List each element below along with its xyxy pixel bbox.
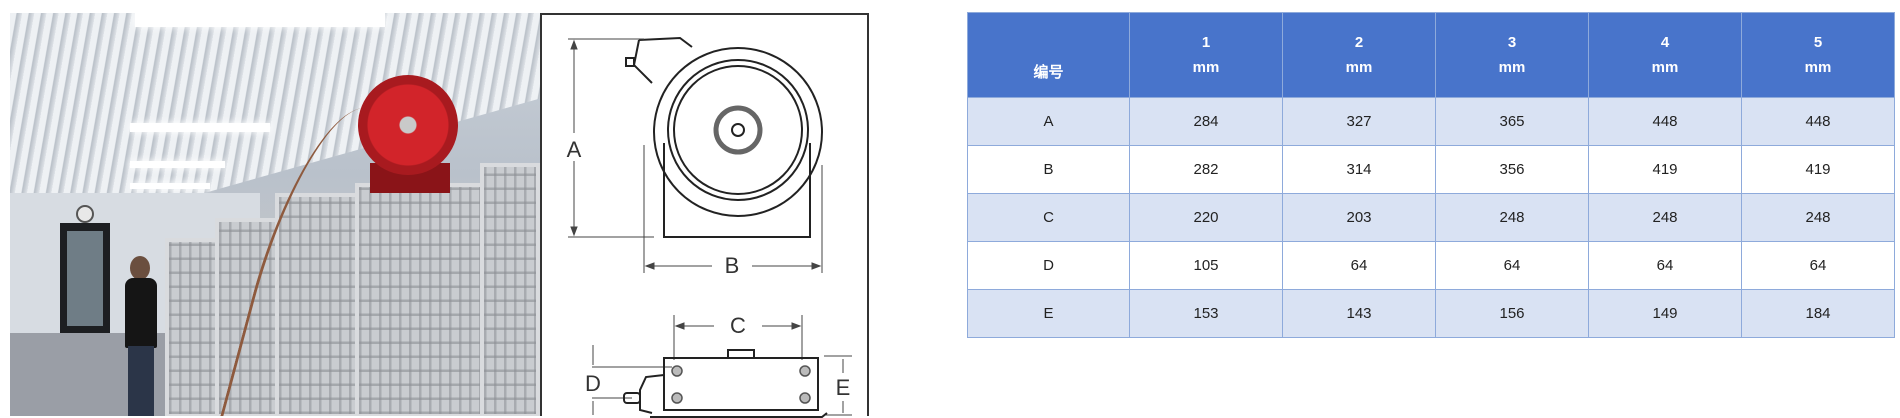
table-header-row: 编号 1 mm 2 mm 3 mm 4 mm 5 mm bbox=[967, 12, 1895, 98]
label-b: B bbox=[725, 253, 740, 278]
table-cell: 282 bbox=[1129, 145, 1283, 194]
kennel-gate bbox=[355, 183, 485, 416]
table-cell: 203 bbox=[1282, 193, 1436, 242]
column-header-unit: mm bbox=[1192, 59, 1220, 76]
table-row: D 105 64 64 64 64 bbox=[967, 241, 1895, 290]
product-photo bbox=[10, 13, 540, 416]
label-e: E bbox=[836, 375, 851, 400]
reel-outer-circle bbox=[653, 47, 823, 217]
column-header-unit: mm bbox=[1804, 59, 1832, 76]
table-cell: 105 bbox=[1129, 241, 1283, 290]
door-window bbox=[67, 231, 103, 326]
table-cell: 419 bbox=[1741, 145, 1895, 194]
table-cell: 448 bbox=[1741, 97, 1895, 146]
reel-side-body bbox=[663, 357, 819, 411]
door bbox=[60, 223, 110, 333]
column-header-unit: mm bbox=[1651, 59, 1679, 76]
motor-housing bbox=[638, 36, 693, 48]
column-header-model-3: 3 mm bbox=[1435, 12, 1589, 98]
table-cell: 184 bbox=[1741, 289, 1895, 338]
column-header-label: 3 bbox=[1507, 34, 1517, 51]
dimension-spec-table: 编号 1 mm 2 mm 3 mm 4 mm 5 mm bbox=[967, 12, 1895, 338]
person-body bbox=[125, 278, 157, 348]
column-header-label: 4 bbox=[1660, 34, 1670, 51]
kennel-gate bbox=[480, 163, 540, 416]
column-header-label: 2 bbox=[1354, 34, 1364, 51]
table-cell: 419 bbox=[1588, 145, 1742, 194]
label-c: C bbox=[730, 313, 746, 338]
table-cell: 64 bbox=[1282, 241, 1436, 290]
table-cell: 156 bbox=[1435, 289, 1589, 338]
reel-hub bbox=[713, 105, 763, 155]
table-row: B 282 314 356 419 419 bbox=[967, 145, 1895, 194]
person-head bbox=[130, 256, 150, 280]
label-d: D bbox=[585, 371, 601, 396]
table-cell: 365 bbox=[1435, 97, 1589, 146]
table-cell: 314 bbox=[1282, 145, 1436, 194]
table-cell: 64 bbox=[1588, 241, 1742, 290]
ceiling bbox=[10, 13, 540, 203]
hose-reel bbox=[358, 75, 458, 175]
ceiling-light bbox=[130, 123, 270, 132]
column-header-model-5: 5 mm bbox=[1741, 12, 1895, 98]
column-header-id: 编号 bbox=[967, 12, 1130, 98]
table-cell: 448 bbox=[1588, 97, 1742, 146]
reel-base bbox=[663, 143, 811, 238]
reel-drum-inner bbox=[673, 65, 803, 195]
table-cell: 143 bbox=[1282, 289, 1436, 338]
column-header-model-2: 2 mm bbox=[1282, 12, 1436, 98]
table-cell: 248 bbox=[1435, 193, 1589, 242]
reel-dimension-diagram: A B C D E bbox=[567, 36, 852, 418]
row-id-cell: A bbox=[967, 97, 1130, 146]
column-header-label: 编号 bbox=[1033, 64, 1064, 81]
reel-drum-outer bbox=[667, 59, 809, 201]
column-header-model-4: 4 mm bbox=[1588, 12, 1742, 98]
table-cell: 248 bbox=[1588, 193, 1742, 242]
table-row: A 284 327 365 448 448 bbox=[967, 97, 1895, 146]
table-cell: 149 bbox=[1588, 289, 1742, 338]
column-header-unit: mm bbox=[1498, 59, 1526, 76]
ceiling-light bbox=[130, 161, 225, 168]
column-header-label: 5 bbox=[1813, 34, 1823, 51]
wall-clock bbox=[76, 205, 94, 223]
table-row: C 220 203 248 248 248 bbox=[967, 193, 1895, 242]
table-cell: 220 bbox=[1129, 193, 1283, 242]
ceiling-light bbox=[130, 183, 210, 189]
label-a: A bbox=[567, 137, 582, 162]
inlet-fitting bbox=[625, 57, 635, 67]
column-header-model-1: 1 mm bbox=[1129, 12, 1283, 98]
row-id-cell: C bbox=[967, 193, 1130, 242]
table-cell: 284 bbox=[1129, 97, 1283, 146]
table-cell: 356 bbox=[1435, 145, 1589, 194]
person-legs bbox=[128, 346, 154, 416]
column-header-label: 1 bbox=[1201, 34, 1211, 51]
row-id-cell: D bbox=[967, 241, 1130, 290]
dimension-drawing: A B C D E bbox=[540, 13, 869, 418]
table-cell: 153 bbox=[1129, 289, 1283, 338]
table-cell: 64 bbox=[1435, 241, 1589, 290]
ceiling-light bbox=[135, 13, 385, 27]
row-id-cell: E bbox=[967, 289, 1130, 338]
table-cell: 327 bbox=[1282, 97, 1436, 146]
table-cell: 248 bbox=[1741, 193, 1895, 242]
table-row: E 153 143 156 149 184 bbox=[967, 289, 1895, 338]
table-cell: 64 bbox=[1741, 241, 1895, 290]
kennel-gate bbox=[275, 193, 360, 416]
row-id-cell: B bbox=[967, 145, 1130, 194]
column-header-unit: mm bbox=[1345, 59, 1373, 76]
